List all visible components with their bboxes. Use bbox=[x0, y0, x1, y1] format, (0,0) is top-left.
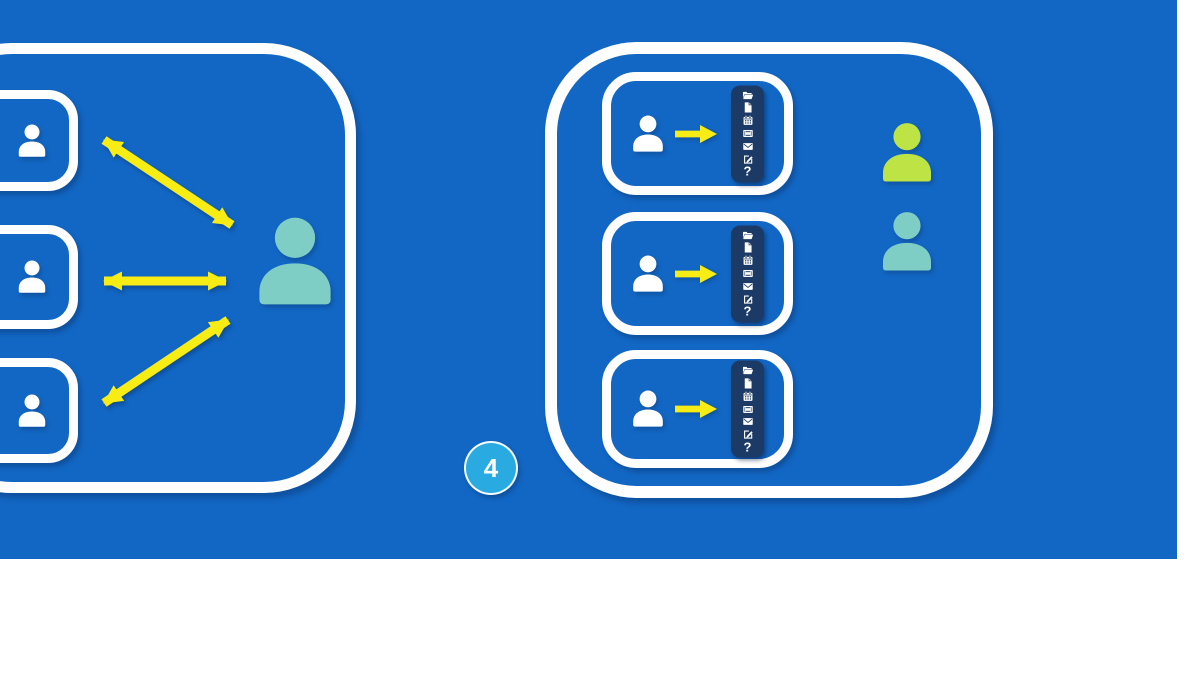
person-icon bbox=[630, 115, 666, 153]
document-icon bbox=[742, 242, 754, 254]
right-group-panel bbox=[545, 42, 993, 498]
content-toolbar: ? bbox=[731, 85, 764, 182]
two-way-arrow-3 bbox=[101, 316, 231, 407]
step-badge-label: 4 bbox=[483, 452, 499, 483]
two-way-connection-arrows bbox=[101, 136, 235, 407]
flow-card-3: ? bbox=[602, 350, 793, 468]
video-icon bbox=[742, 268, 754, 280]
calendar-icon bbox=[742, 115, 754, 127]
member-card-3 bbox=[0, 358, 78, 463]
left-group-panel bbox=[0, 43, 356, 493]
two-way-arrow-1 bbox=[101, 136, 235, 229]
member-card-2 bbox=[0, 225, 78, 329]
diagram-background: 4 ? bbox=[0, 0, 1177, 559]
calendar-icon bbox=[742, 255, 754, 267]
member-card-1 bbox=[0, 90, 78, 191]
right-arrow-icon bbox=[675, 264, 717, 283]
right-arrow-icon bbox=[675, 400, 717, 418]
flow-card-2: ? bbox=[602, 212, 793, 335]
help-icon: ? bbox=[743, 303, 752, 319]
video-icon bbox=[742, 403, 754, 415]
person-icon bbox=[630, 255, 666, 293]
mail-icon bbox=[742, 416, 754, 428]
help-icon: ? bbox=[743, 439, 752, 455]
person-icon bbox=[630, 390, 666, 428]
folder-open-icon bbox=[742, 89, 754, 101]
observer-person-lime-icon bbox=[878, 122, 936, 184]
content-toolbar: ? bbox=[731, 225, 764, 322]
mail-icon bbox=[742, 280, 754, 292]
video-icon bbox=[742, 128, 754, 140]
flow-card-1: ? bbox=[602, 72, 793, 195]
document-icon bbox=[742, 102, 754, 114]
right-arrow-icon bbox=[675, 124, 717, 143]
document-icon bbox=[742, 377, 754, 389]
step-badge: 4 bbox=[464, 441, 518, 495]
calendar-icon bbox=[742, 390, 754, 402]
mail-icon bbox=[742, 140, 754, 152]
content-toolbar: ? bbox=[731, 360, 764, 458]
folder-open-icon bbox=[742, 229, 754, 241]
folder-open-icon bbox=[742, 365, 754, 377]
help-icon: ? bbox=[743, 163, 752, 179]
coordinator-person-icon bbox=[252, 216, 338, 308]
observer-person-teal-icon bbox=[878, 211, 936, 273]
